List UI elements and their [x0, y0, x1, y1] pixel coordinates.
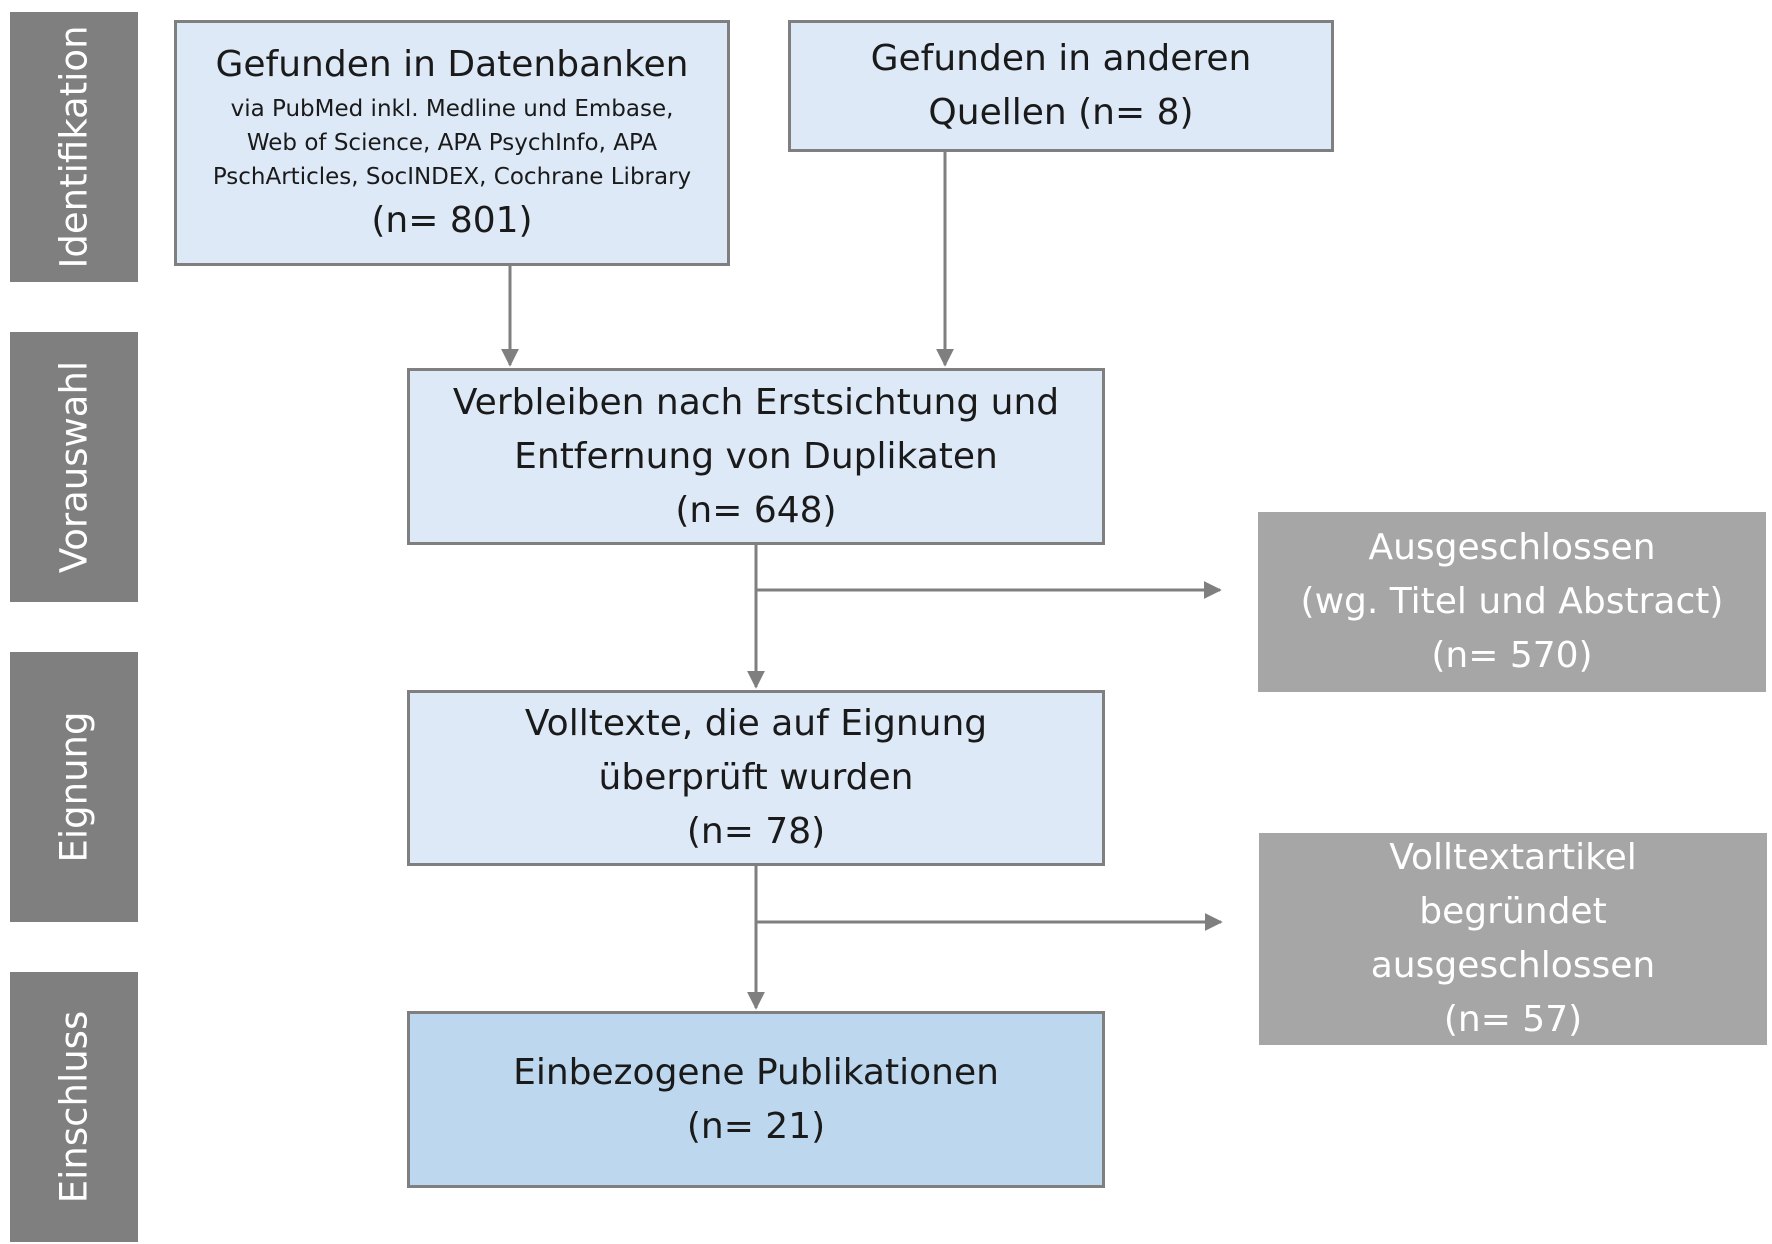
box-fulltext: Volltexte, die auf Eignung überprüft wur… [407, 690, 1105, 866]
databases-detail-line: via PubMed inkl. Medline und Embase, [230, 96, 674, 122]
included-line: Einbezogene Publikationen [513, 1051, 999, 1093]
excluded-fulltext-line: ausgeschlossen [1370, 945, 1656, 986]
excluded-fulltext-line: Volltextartikel [1389, 837, 1637, 878]
databases-detail-line: Web of Science, APA PsychInfo, APA [246, 130, 658, 156]
box-excluded-title-abstract: Ausgeschlossen (wg. Titel und Abstract) … [1258, 512, 1766, 692]
other-sources-line: Quellen (n= 8) [928, 92, 1194, 133]
stage-bar-eligibility: Eignung [10, 652, 138, 922]
other-sources-line: Gefunden in anderen [870, 38, 1252, 79]
excluded-fulltext-count: (n= 57) [1443, 999, 1583, 1040]
excluded-fulltext-line: begründet [1419, 891, 1607, 932]
stage-bar-inclusion: Einschluss [10, 972, 138, 1242]
box-included: Einbezogene Publikationen (n= 21) [407, 1011, 1105, 1188]
screening-line: Entfernung von Duplikaten [514, 435, 998, 477]
databases-title: Gefunden in Datenbanken [215, 44, 689, 85]
fulltext-line: Volltexte, die auf Eignung [524, 703, 988, 744]
box-other-sources: Gefunden in anderen Quellen (n= 8) [788, 20, 1334, 152]
screening-line: Verbleiben nach Erstsichtung und [452, 381, 1060, 423]
box-excluded-fulltext: Volltextartikel begründet ausgeschlossen… [1259, 833, 1767, 1045]
box-screening: Verbleiben nach Erstsichtung und Entfern… [407, 368, 1105, 545]
box-databases: Gefunden in Datenbanken via PubMed inkl.… [174, 20, 730, 266]
excluded-title-abstract-line: (wg. Titel und Abstract) [1300, 581, 1724, 622]
fulltext-line: überprüft wurden [598, 757, 914, 798]
databases-count: (n= 801) [371, 200, 533, 241]
excluded-title-abstract-line: Ausgeschlossen [1368, 527, 1656, 568]
excluded-title-abstract-count: (n= 570) [1431, 635, 1593, 676]
screening-count: (n= 648) [675, 489, 837, 531]
databases-detail-line: PschArticles, SocINDEX, Cochrane Library [212, 164, 692, 190]
stage-bar-identification: Identifikation [10, 12, 138, 282]
stage-bar-preselection: Vorauswahl [10, 332, 138, 602]
fulltext-count: (n= 78) [686, 811, 826, 852]
included-count: (n= 21) [686, 1105, 826, 1147]
